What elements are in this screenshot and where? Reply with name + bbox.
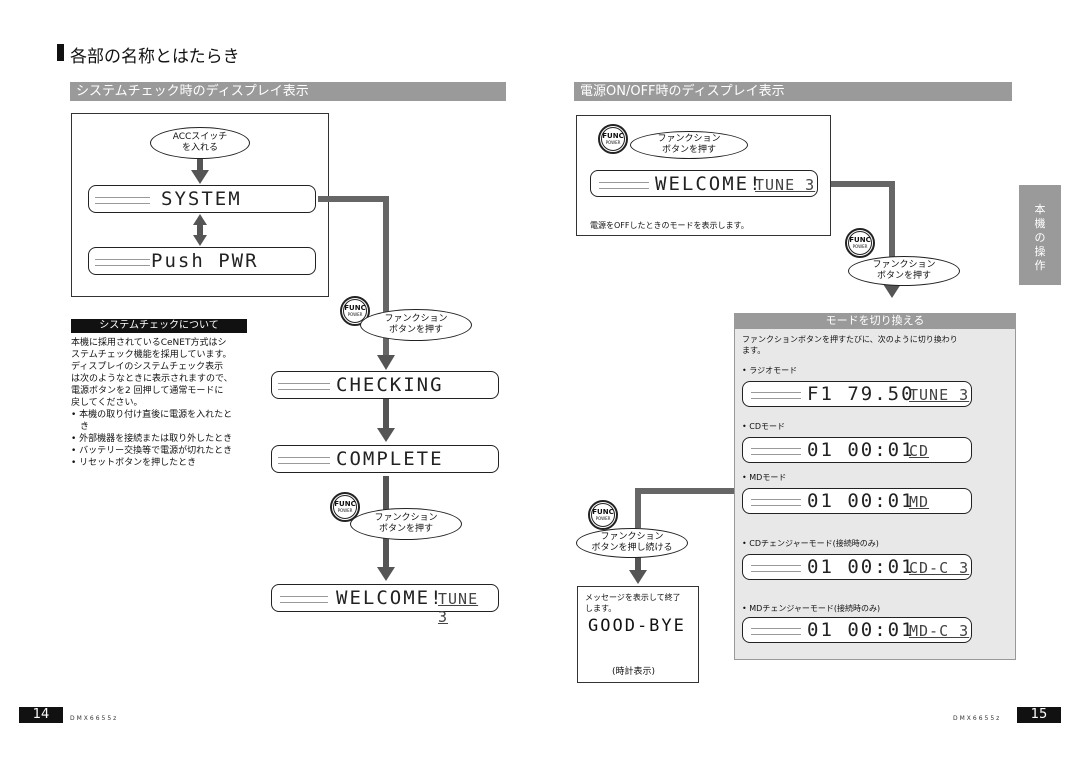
- arrow-head: [883, 284, 901, 298]
- lcd-checking: CHECKING: [271, 371, 499, 399]
- arrow-head: [191, 170, 209, 184]
- func-press-bubble: ファンクションボタンを押す: [360, 309, 472, 341]
- func-press-bubble: ファンクションボタンを押す: [350, 508, 462, 540]
- bubble-line: を入れる: [181, 143, 218, 153]
- lcd-welcome-left: WELCOME! TUNE 3: [271, 584, 499, 626]
- lcd-mode-md-changer: 01 00:01 MD-C 3: [742, 617, 972, 643]
- func-press-bubble: ファンクションボタンを押す: [848, 256, 960, 286]
- arrow-head: [629, 570, 647, 584]
- lcd-text: WELCOME!: [336, 587, 444, 609]
- lcd-text: COMPLETE: [336, 448, 444, 470]
- connector-line: [318, 196, 389, 356]
- arrow-head: [193, 235, 207, 246]
- func-press-bubble: ファンクションボタンを押す: [630, 131, 748, 159]
- mode-header: モードを切り換える: [734, 313, 1016, 329]
- mode-label: • MDチェンジャーモード(接続時のみ): [742, 604, 881, 613]
- lcd-mode-md: 01 00:01 MD: [742, 488, 972, 514]
- lcd-text: Push PWR: [151, 250, 259, 272]
- goodbye-caption: メッセージを表示して終了 します。: [585, 593, 681, 613]
- connector-line: [818, 181, 895, 284]
- arrow-shaft: [197, 224, 203, 236]
- lcd-system: SYSTEM: [88, 185, 316, 213]
- left-section-header: システムチェック時のディスプレイ表示: [70, 82, 506, 101]
- side-tab-operation: 本 機 の 操 作: [1019, 185, 1061, 285]
- model-left: DMX6655z: [70, 715, 119, 722]
- page-number-left: 14: [19, 707, 63, 723]
- lcd-text: WELCOME!: [655, 173, 763, 195]
- page-title: 各部の名称とはたらき: [70, 47, 240, 67]
- right-section-header: 電源ON/OFF時のディスプレイ表示: [574, 82, 1012, 101]
- arrow-head: [377, 355, 395, 370]
- about-header: システムチェックについて: [71, 319, 247, 333]
- lcd-tag: TUNE 3: [755, 176, 816, 194]
- lcd-mode-radio: F1 79.50 TUNE 3: [742, 381, 972, 407]
- arrow-shaft: [383, 399, 389, 429]
- lcd-push-pwr: Push PWR: [88, 247, 316, 275]
- lcd-text: CHECKING: [336, 374, 444, 396]
- mode-label: • CDチェンジャーモード(接続時のみ): [742, 539, 879, 548]
- bubble-line: ACCスイッチ: [172, 132, 228, 142]
- mode-panel: [734, 313, 1016, 660]
- connector-line: [635, 488, 740, 528]
- arrow-head: [377, 428, 395, 442]
- lcd-text: SYSTEM: [161, 188, 242, 210]
- lcd-mode-cd-changer: 01 00:01 CD-C 3: [742, 554, 972, 580]
- model-right: DMX6655z: [953, 715, 1002, 722]
- page-number-right: 15: [1017, 707, 1061, 723]
- arrow-head: [193, 214, 207, 225]
- off-caption: 電源をOFFしたときのモードを表示します。: [590, 221, 749, 230]
- title-marker: [57, 44, 64, 61]
- mode-label: • CDモード: [742, 422, 786, 431]
- mode-intro: ファンクションボタンを押すたびに、次のように切り換わり ます。: [742, 335, 958, 355]
- func-hold-bubble: ファンクションボタンを押し続ける: [576, 528, 688, 558]
- goodbye-text: GOOD-BYE: [588, 616, 686, 636]
- clock-caption: (時計表示): [612, 667, 656, 677]
- mode-label: • ラジオモード: [742, 366, 798, 375]
- arrow-head: [377, 567, 395, 581]
- lcd-tag: TUNE 3: [438, 590, 479, 626]
- goodbye-box: [577, 586, 699, 683]
- lcd-complete: COMPLETE: [271, 445, 499, 473]
- acc-switch-bubble: ACCスイッチ を入れる: [150, 127, 250, 159]
- arrow-shaft: [197, 159, 203, 171]
- lcd-welcome-right: WELCOME! TUNE 3: [590, 170, 818, 197]
- mode-label: • MDモード: [742, 473, 787, 482]
- about-text: 本機に採用されているCeNET方式はシ ステムチェック機能を採用しています。 デ…: [71, 338, 233, 468]
- lcd-mode-cd: 01 00:01 CD: [742, 437, 972, 463]
